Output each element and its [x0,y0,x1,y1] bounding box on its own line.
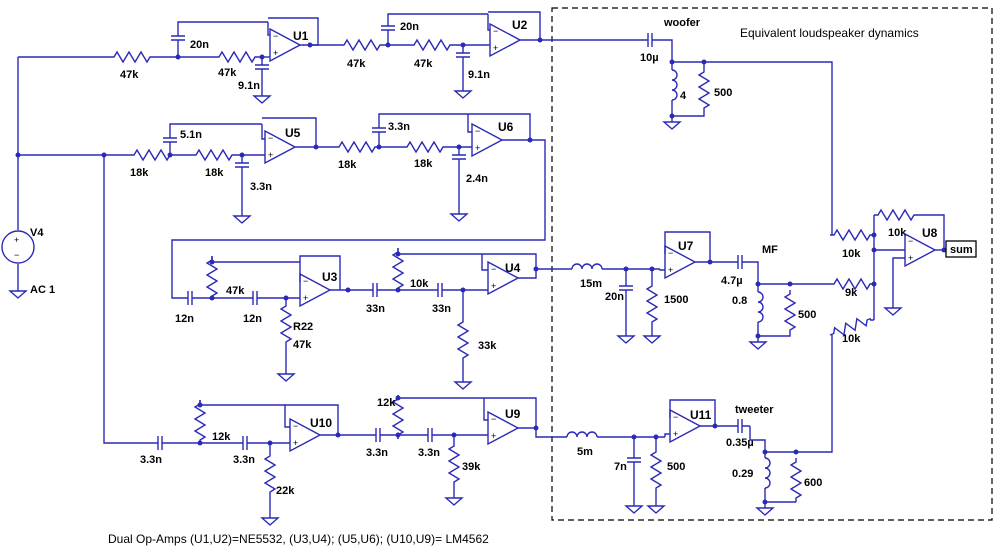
svg-text:10µ: 10µ [640,52,659,64]
summer: 10k 9k 10k 10k U8 sum [827,209,977,437]
svg-text:20n: 20n [400,21,419,33]
svg-text:33n: 33n [432,303,451,315]
svg-text:33k: 33k [478,340,497,352]
svg-text:22k: 22k [276,485,295,497]
source-v4: + − V4 AC 1 [1,57,55,299]
svg-text:4.7µ: 4.7µ [721,275,743,287]
svg-text:4: 4 [680,90,687,102]
svg-text:500: 500 [798,309,816,321]
svg-text:3.3n: 3.3n [366,447,388,459]
svg-text:15m: 15m [580,278,602,290]
svg-text:9.1n: 9.1n [468,69,490,81]
loudspeaker-dynamics-box [551,7,993,521]
svg-text:12n: 12n [243,313,262,325]
svg-text:47k: 47k [218,67,237,79]
svg-text:47k: 47k [120,69,139,81]
svg-text:U11: U11 [690,408,712,422]
mid-highpass: 12n 47k 12n R22 47k U3 33n 10k 33n [175,247,572,390]
svg-text:500: 500 [714,87,732,99]
svg-text:33n: 33n [366,303,385,315]
svg-text:10k: 10k [842,248,861,260]
mid-output: 15m 20n 1500 U7 4.7µ MF 0.8 500 [571,231,830,350]
woofer-filter: 47k 20n 47k 9.1n U1 47k 20n 47k 9.1n [109,11,833,235]
svg-text:12k: 12k [212,431,231,443]
tweeter-label: tweeter [735,404,774,416]
svg-text:0.29: 0.29 [732,468,753,480]
svg-text:3.3n: 3.3n [388,121,410,133]
svg-text:0.35µ: 0.35µ [726,437,754,449]
svg-text:U10: U10 [310,416,332,430]
svg-text:47k: 47k [293,339,312,351]
svg-text:R22: R22 [293,321,313,333]
woofer-label: woofer [663,17,701,29]
svg-text:−: − [14,250,19,260]
svg-text:10k: 10k [842,333,861,345]
svg-text:20n: 20n [605,291,624,303]
svg-text:0.8: 0.8 [732,295,747,307]
svg-text:12n: 12n [175,313,194,325]
source-value: AC 1 [30,284,55,296]
source-name: V4 [30,227,44,239]
svg-text:U1: U1 [293,29,309,43]
svg-text:5m: 5m [577,446,593,458]
svg-text:U3: U3 [322,270,338,284]
svg-text:U8: U8 [922,226,938,240]
svg-text:3.3n: 3.3n [250,181,272,193]
svg-text:U2: U2 [512,18,528,32]
svg-text:47k: 47k [347,58,366,70]
svg-text:U6: U6 [498,120,514,134]
svg-text:18k: 18k [338,159,357,171]
mid-label: MF [762,244,778,256]
svg-text:39k: 39k [462,461,481,473]
tweeter-filter: 3.3n 12k 3.3n 22k U10 3.3n 12k 3.3n [140,394,833,526]
svg-text:10k: 10k [410,278,429,290]
svg-text:3.3n: 3.3n [418,447,440,459]
svg-text:3.3n: 3.3n [140,454,162,466]
svg-text:600: 600 [804,477,822,489]
footer-note: Dual Op-Amps (U1,U2)=NE5532, (U3,U4); (U… [108,532,489,546]
svg-text:9k: 9k [845,287,858,299]
svg-text:500: 500 [667,461,685,473]
svg-text:3.3n: 3.3n [233,454,255,466]
svg-text:12k: 12k [377,397,396,409]
svg-text:2.4n: 2.4n [466,173,488,185]
svg-text:18k: 18k [130,167,149,179]
svg-text:1500: 1500 [664,294,688,306]
svg-text:5.1n: 5.1n [180,129,202,141]
svg-text:47k: 47k [414,58,433,70]
svg-text:7n: 7n [614,461,627,473]
svg-text:U7: U7 [678,239,694,253]
output-label: sum [950,244,973,256]
svg-text:9.1n: 9.1n [238,80,260,92]
input-bus [18,56,150,444]
mid-lowpass: 18k 5.1n 18k 3.3n U5 18k 3.3n 18k [129,113,546,299]
svg-text:20n: 20n [190,39,209,51]
box-title: Equivalent loudspeaker dynamics [740,26,919,40]
svg-text:18k: 18k [414,158,433,170]
svg-text:U9: U9 [505,407,521,421]
svg-text:U5: U5 [285,126,301,140]
svg-text:10k: 10k [888,227,907,239]
svg-text:18k: 18k [205,167,224,179]
svg-text:U4: U4 [505,261,521,275]
svg-text:47k: 47k [226,285,245,297]
svg-text:+: + [14,235,19,245]
